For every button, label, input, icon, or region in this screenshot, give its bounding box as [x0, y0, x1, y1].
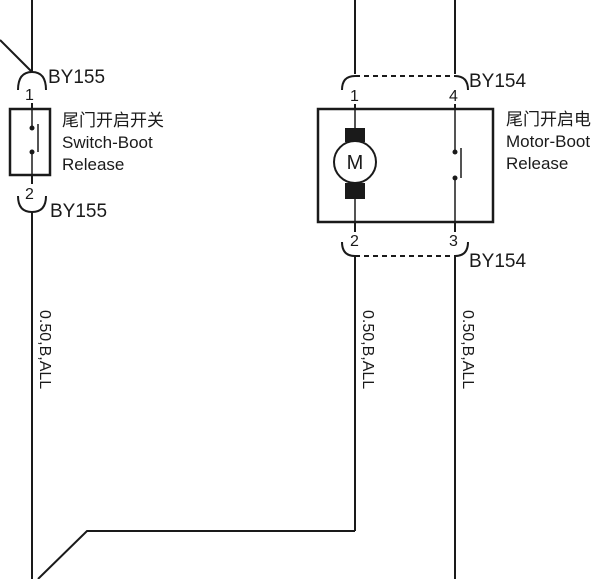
- right-pin-3: 3: [449, 233, 458, 250]
- motor-switch-contact-top: [452, 149, 458, 155]
- right-wire-label-2: 0.50,B,ALL: [359, 310, 376, 389]
- left-switch-contact-top: [29, 125, 35, 131]
- right-connector-top-label: BY154: [469, 71, 526, 92]
- right-motor-group: BY154 1 4 M 尾门开启电 Motor-Boot Release 2 3…: [316, 0, 591, 579]
- motor-brush-bottom: [345, 183, 365, 199]
- left-component-name-cn: 尾门开启开关: [62, 111, 164, 130]
- right-component-name-en-2: Release: [506, 154, 568, 173]
- left-diagonal-wire: [0, 39, 33, 73]
- right-connector-bottom-label: BY154: [469, 251, 526, 272]
- right-pin-4: 4: [449, 88, 458, 105]
- right-motor-box: [316, 107, 495, 224]
- motor-symbol: M: [347, 152, 364, 174]
- left-component-name-en-1: Switch-Boot: [62, 133, 153, 152]
- left-pin-bottom: 2: [25, 186, 34, 203]
- right-pin-1: 1: [350, 88, 359, 105]
- right-connector-top-arc-left: [341, 75, 356, 91]
- right-connector-bottom-arc-left: [341, 241, 356, 257]
- left-wire-label: 0.50,B,ALL: [36, 310, 53, 389]
- right-pin-2: 2: [350, 233, 359, 250]
- motor-brush-top: [345, 128, 365, 142]
- left-switch-box: [8, 107, 52, 177]
- left-connector-bottom-label: BY155: [50, 201, 107, 222]
- right-wire-label-3: 0.50,B,ALL: [459, 310, 476, 389]
- left-component-name-en-2: Release: [62, 155, 124, 174]
- right-connector-top-arc-right: [454, 75, 469, 91]
- bottom-return-wire: [37, 530, 355, 579]
- right-component-name-cn: 尾门开启电: [506, 110, 591, 129]
- left-connector-top-label: BY155: [48, 67, 105, 88]
- right-component-name-en-1: Motor-Boot: [506, 132, 590, 151]
- left-connector-top-arc: [17, 70, 47, 91]
- left-switch-contact-bottom: [29, 149, 35, 155]
- motor-switch-contact-bottom: [452, 175, 458, 181]
- left-switch-group: BY155 1 尾门开启开关 Switch-Boot Release 2 BY1…: [0, 0, 164, 579]
- right-connector-bottom-arc-right: [454, 241, 469, 257]
- left-pin-top: 1: [25, 87, 34, 104]
